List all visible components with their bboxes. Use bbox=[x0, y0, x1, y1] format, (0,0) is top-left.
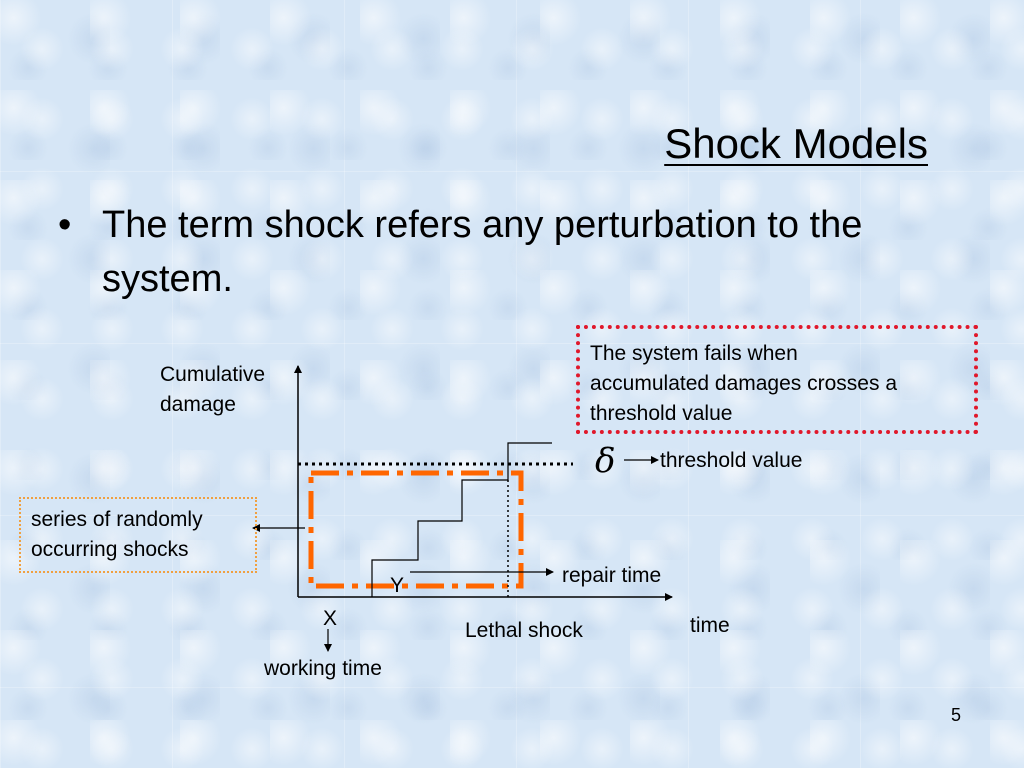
working-period-frame bbox=[308, 470, 524, 589]
shocks-note-box: series of randomly occurring shocks bbox=[19, 497, 257, 573]
shocks-note-line: occurring shocks bbox=[31, 538, 189, 561]
threshold-label: threshold value bbox=[660, 449, 803, 472]
repair-time-label: repair time bbox=[562, 564, 662, 587]
bullet-text: The term shock refers any perturbation t… bbox=[102, 204, 863, 300]
shocks-note-line: series of randomly bbox=[31, 508, 203, 531]
bullet-icon: • bbox=[58, 204, 72, 246]
bullet-point: • The term shock refers any perturbation… bbox=[58, 198, 958, 306]
threshold-symbol: δ bbox=[595, 441, 616, 481]
page-number: 5 bbox=[951, 705, 962, 725]
y-marker: Y bbox=[390, 574, 405, 597]
failure-note-line: The system fails when bbox=[590, 342, 798, 365]
x-marker: X bbox=[323, 607, 338, 630]
failure-note-line: accumulated damages crosses a bbox=[590, 372, 897, 395]
failure-note-box: The system fails when accumulated damage… bbox=[576, 325, 978, 434]
cumulative-damage-curve bbox=[371, 442, 552, 597]
y-axis-label: Cumulative damage bbox=[160, 363, 266, 416]
slide-title: Shock Models bbox=[664, 120, 928, 167]
failure-note-line: threshold value bbox=[590, 402, 733, 425]
x-axis-label: time bbox=[690, 614, 730, 637]
working-time-label: working time bbox=[264, 657, 382, 680]
lethal-shock-label: Lethal shock bbox=[465, 619, 583, 642]
